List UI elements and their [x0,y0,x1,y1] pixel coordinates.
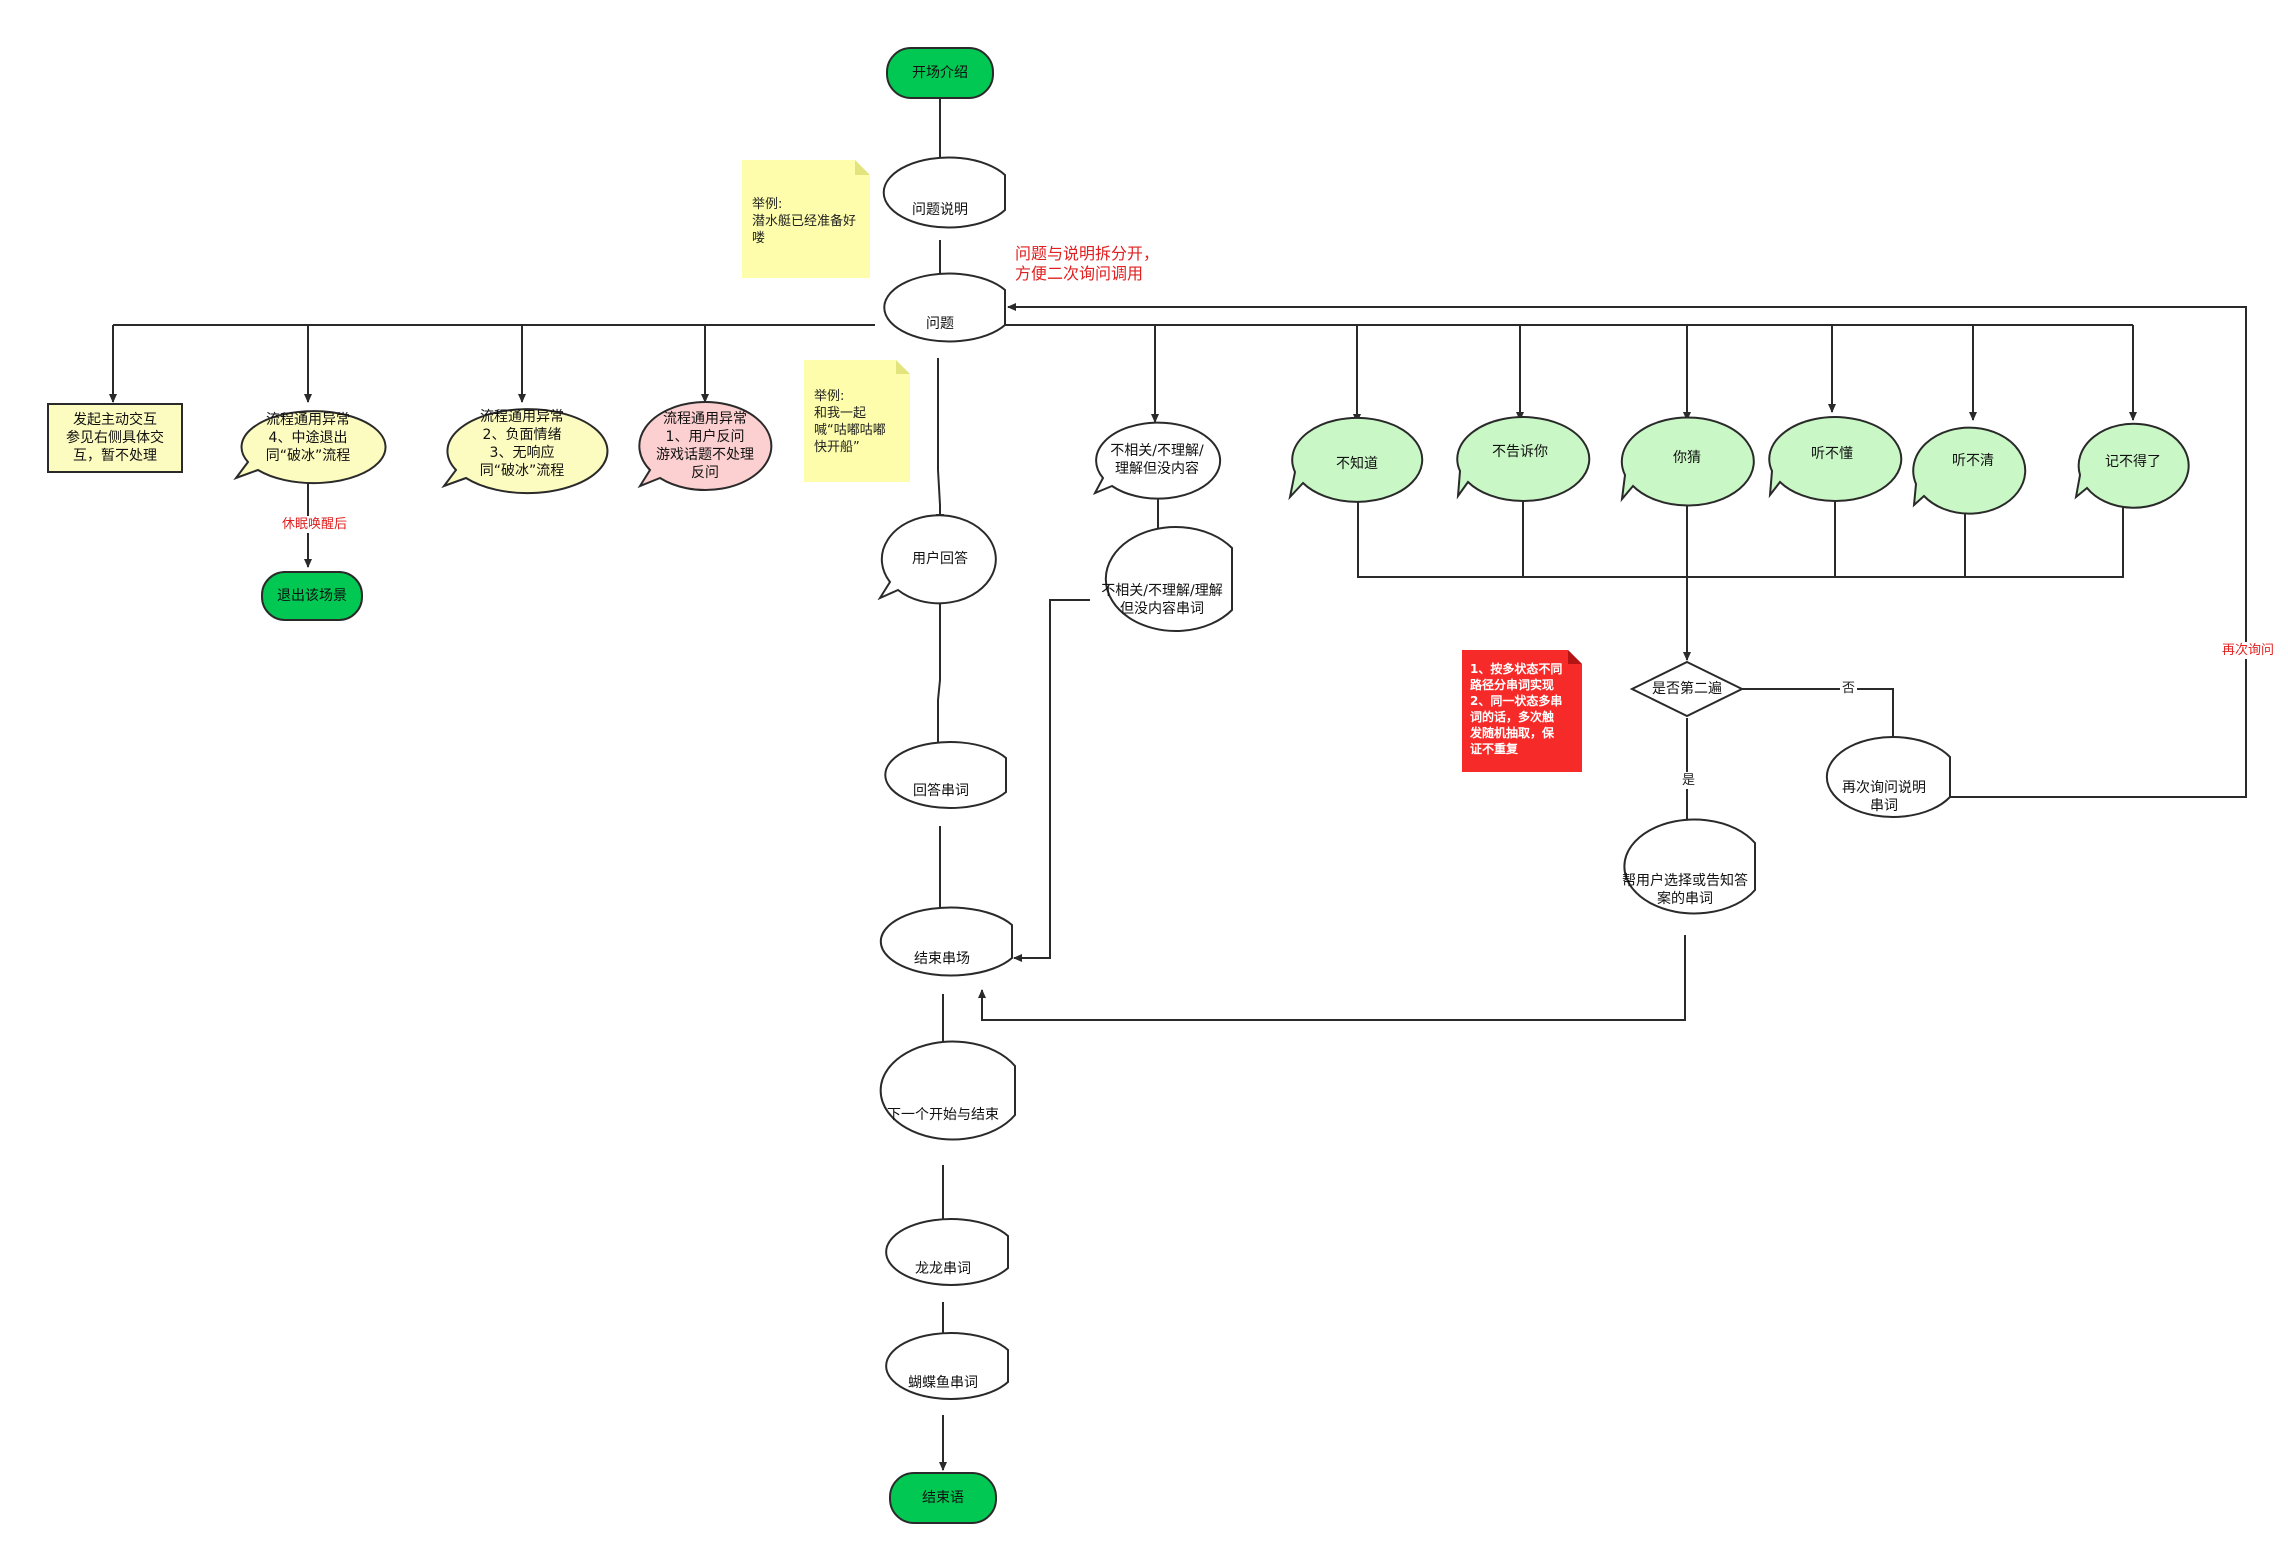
node-ask-again-line [1825,736,1951,818]
note-example1: 举例: 潜水艇已经准备好 喽 [752,197,857,246]
note-example2-fold [896,360,910,374]
node-dont-know [1288,416,1424,503]
note-red-shape [1462,650,1582,772]
edge-problem-user-answer [936,358,944,523]
edge-merge-bus [1357,490,2124,578]
node-exc-negative [441,408,609,495]
node-problem [883,272,1006,343]
node-start [886,47,994,99]
annotation-no: 否 [1840,680,1858,697]
node-ending [889,1472,997,1524]
edge-help-to-end [978,935,1686,1021]
note-example2-shape [804,360,910,482]
note-example1-shape [742,160,870,278]
node-forgot [2074,422,2190,509]
node-second-time [1629,660,1745,718]
annotation-sleep-wake: 休眠唤醒后 [280,516,350,533]
node-answer-line [884,741,1007,809]
node-longlong-line [885,1218,1009,1286]
annotation-yes: 是 [1680,772,1698,789]
edge-user-answer-answer-line [934,596,942,754]
node-butterfly-line [885,1332,1009,1400]
node-exc-quit [233,410,387,485]
node-cant-hear [1912,426,2027,515]
node-irrelevant-line [1104,526,1233,632]
note-example2: 举例: 和我一起 喊“咕嘟咕嘟 快开船” [814,389,886,455]
node-active-interact [47,403,183,473]
note-example1-fold [855,160,870,175]
annotation-split-note: 问题与说明拆分开， 方便二次询问调用 [1015,244,1160,283]
node-exit-scene [261,571,363,621]
edge-decision-no [1742,688,1897,753]
note-red-fold [1568,650,1582,664]
annotation-ask-again: 再次询问 [2220,642,2277,659]
node-exc-ask-back [637,401,773,491]
edge-irrelevant-line-to-end [1013,599,1090,962]
node-help-user [1623,818,1756,915]
node-wont-tell [1456,416,1591,503]
node-next-start-end [879,1040,1016,1141]
edge-ask-again-loop [1007,303,2247,798]
node-you-guess [1620,416,1755,507]
node-dont-understand [1768,416,1903,503]
node-end-line [879,906,1013,977]
node-user-answer [877,514,997,605]
node-irrelevant [1092,421,1222,500]
node-problem-desc [882,156,1006,229]
note-red: 1、按多状态不同 路径分串词实现 2、同一状态多串 词的话，多次触 发随机抽取，… [1470,662,1563,756]
